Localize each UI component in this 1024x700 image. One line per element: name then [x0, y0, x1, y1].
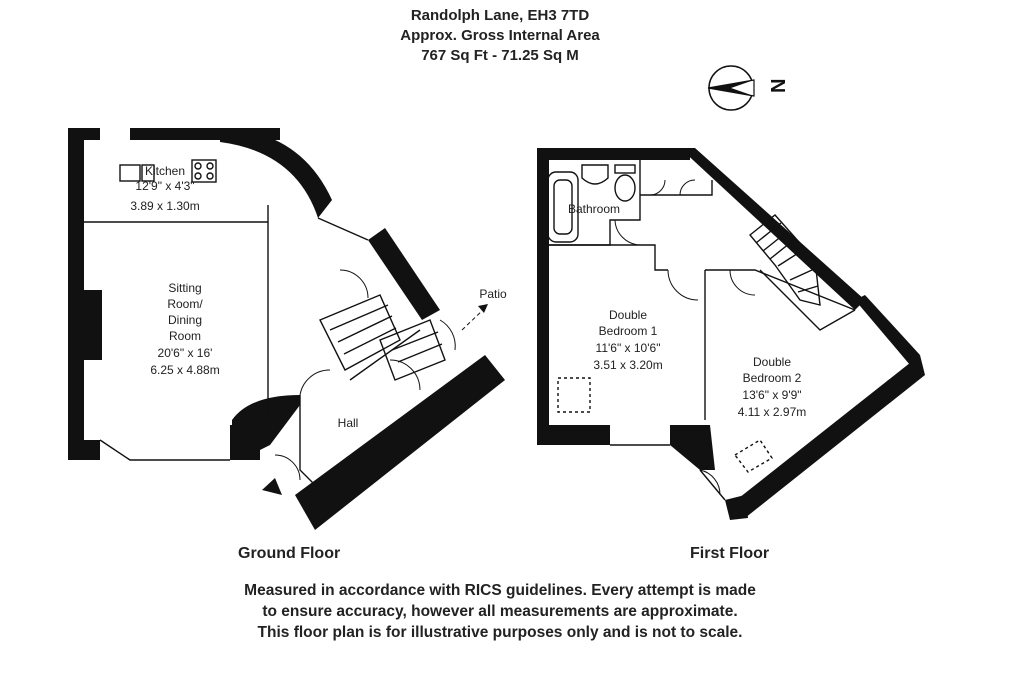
- bed1-name-1: Double: [609, 308, 647, 322]
- bed2-name-2: Bedroom 2: [743, 371, 802, 385]
- toilet-icon: [614, 164, 636, 202]
- first-bed2-wall: [705, 269, 856, 311]
- first-door-arcs: [614, 179, 756, 496]
- first-wall-south-mid: [670, 425, 715, 470]
- first-wall-west: [537, 148, 549, 445]
- bed1-imperial: 11'6" x 10'6": [596, 341, 661, 355]
- first-wall-top: [537, 148, 690, 160]
- bed2-name-1: Double: [753, 355, 791, 369]
- compass-icon: N: [707, 65, 790, 111]
- disclaimer-line-3: This floor plan is for illustrative purp…: [257, 624, 743, 641]
- first-floor-plan: Bathroom Double Bedroom 1 11'6" x 10'6" …: [537, 148, 925, 520]
- area-label: Approx. Gross Internal Area: [400, 27, 600, 44]
- kitchen-sink-icon: [119, 164, 155, 182]
- ground-wall-bay: [68, 425, 260, 460]
- kitchen-imperial: 12'9" x 4'3": [135, 179, 194, 193]
- ground-wall-south: [295, 355, 505, 530]
- ground-wall-east-angled: [368, 228, 440, 320]
- bathroom-name: Bathroom: [568, 202, 620, 216]
- bed2-metric: 4.11 x 2.97m: [738, 405, 806, 419]
- bed1-name-2: Bedroom 1: [599, 324, 658, 338]
- ground-wall-hall-block: [232, 395, 300, 460]
- area-value: 767 Sq Ft - 71.25 Sq M: [421, 47, 579, 64]
- bathtub-icon: [547, 171, 579, 243]
- first-floor-label: First Floor: [690, 545, 770, 562]
- ground-stair-wall: [317, 217, 369, 241]
- sitting-name-1: Sitting: [168, 281, 201, 295]
- disclaimer-block: Measured in accordance with RICS guideli…: [180, 580, 820, 643]
- ground-door-arcs: [274, 269, 456, 481]
- kitchen-name: Kitchen: [145, 164, 185, 178]
- sitting-name-4: Room: [169, 329, 201, 343]
- first-closet: [759, 269, 856, 331]
- disclaimer-line-2: to ensure accuracy, however all measurem…: [262, 603, 738, 620]
- patio-name: Patio: [479, 287, 507, 301]
- first-bed1-top-wall: [549, 244, 668, 271]
- kitchen-metric: 3.89 x 1.30m: [130, 199, 199, 213]
- first-wall-diagonal-south: [730, 355, 925, 518]
- first-staircase: [749, 214, 821, 306]
- first-cupboard: [640, 180, 713, 196]
- property-address: Randolph Lane, EH3 7TD: [410, 7, 590, 24]
- ground-wall-corner-curve: [220, 128, 332, 218]
- bed2-imperial: 13'6" x 9'9": [742, 388, 801, 402]
- sitting-name-3: Dining: [168, 313, 202, 327]
- first-wall-south-left: [537, 425, 610, 445]
- first-bed2-bay: [699, 469, 726, 501]
- bed2-skylight-icon: [733, 439, 773, 473]
- bed1-metric: 3.51 x 3.20m: [593, 358, 662, 372]
- sitting-name-2: Room/: [167, 297, 203, 311]
- patio-arrow-icon: [461, 307, 486, 331]
- sitting-metric: 6.25 x 4.88m: [150, 363, 219, 377]
- basin-icon: [581, 164, 609, 185]
- first-wall-bottom-corner: [725, 495, 748, 520]
- ground-wall-west: [68, 128, 84, 460]
- sitting-imperial: 20'6" x 16': [158, 346, 213, 360]
- entrance-arrow-icon: [262, 478, 282, 495]
- first-wall-right: [855, 295, 920, 365]
- compass-north-label: N: [768, 79, 790, 93]
- ground-bay-window: [99, 439, 230, 461]
- bed1-skylight-icon: [557, 377, 591, 413]
- ground-staircase: [319, 294, 446, 381]
- ground-floor-label: Ground Floor: [238, 545, 341, 562]
- disclaimer-line-1: Measured in accordance with RICS guideli…: [244, 582, 756, 599]
- ground-wall-chimney: [84, 290, 102, 360]
- plan-title-block: Randolph Lane, EH3 7TD Approx. Gross Int…: [300, 6, 700, 66]
- ground-floor-plan: Kitchen 12'9" x 4'3" 3.89 x 1.30m Sittin…: [68, 128, 507, 530]
- kitchen-hob-icon: [191, 159, 217, 183]
- ground-hall-wall: [299, 395, 331, 501]
- hall-name: Hall: [338, 416, 359, 430]
